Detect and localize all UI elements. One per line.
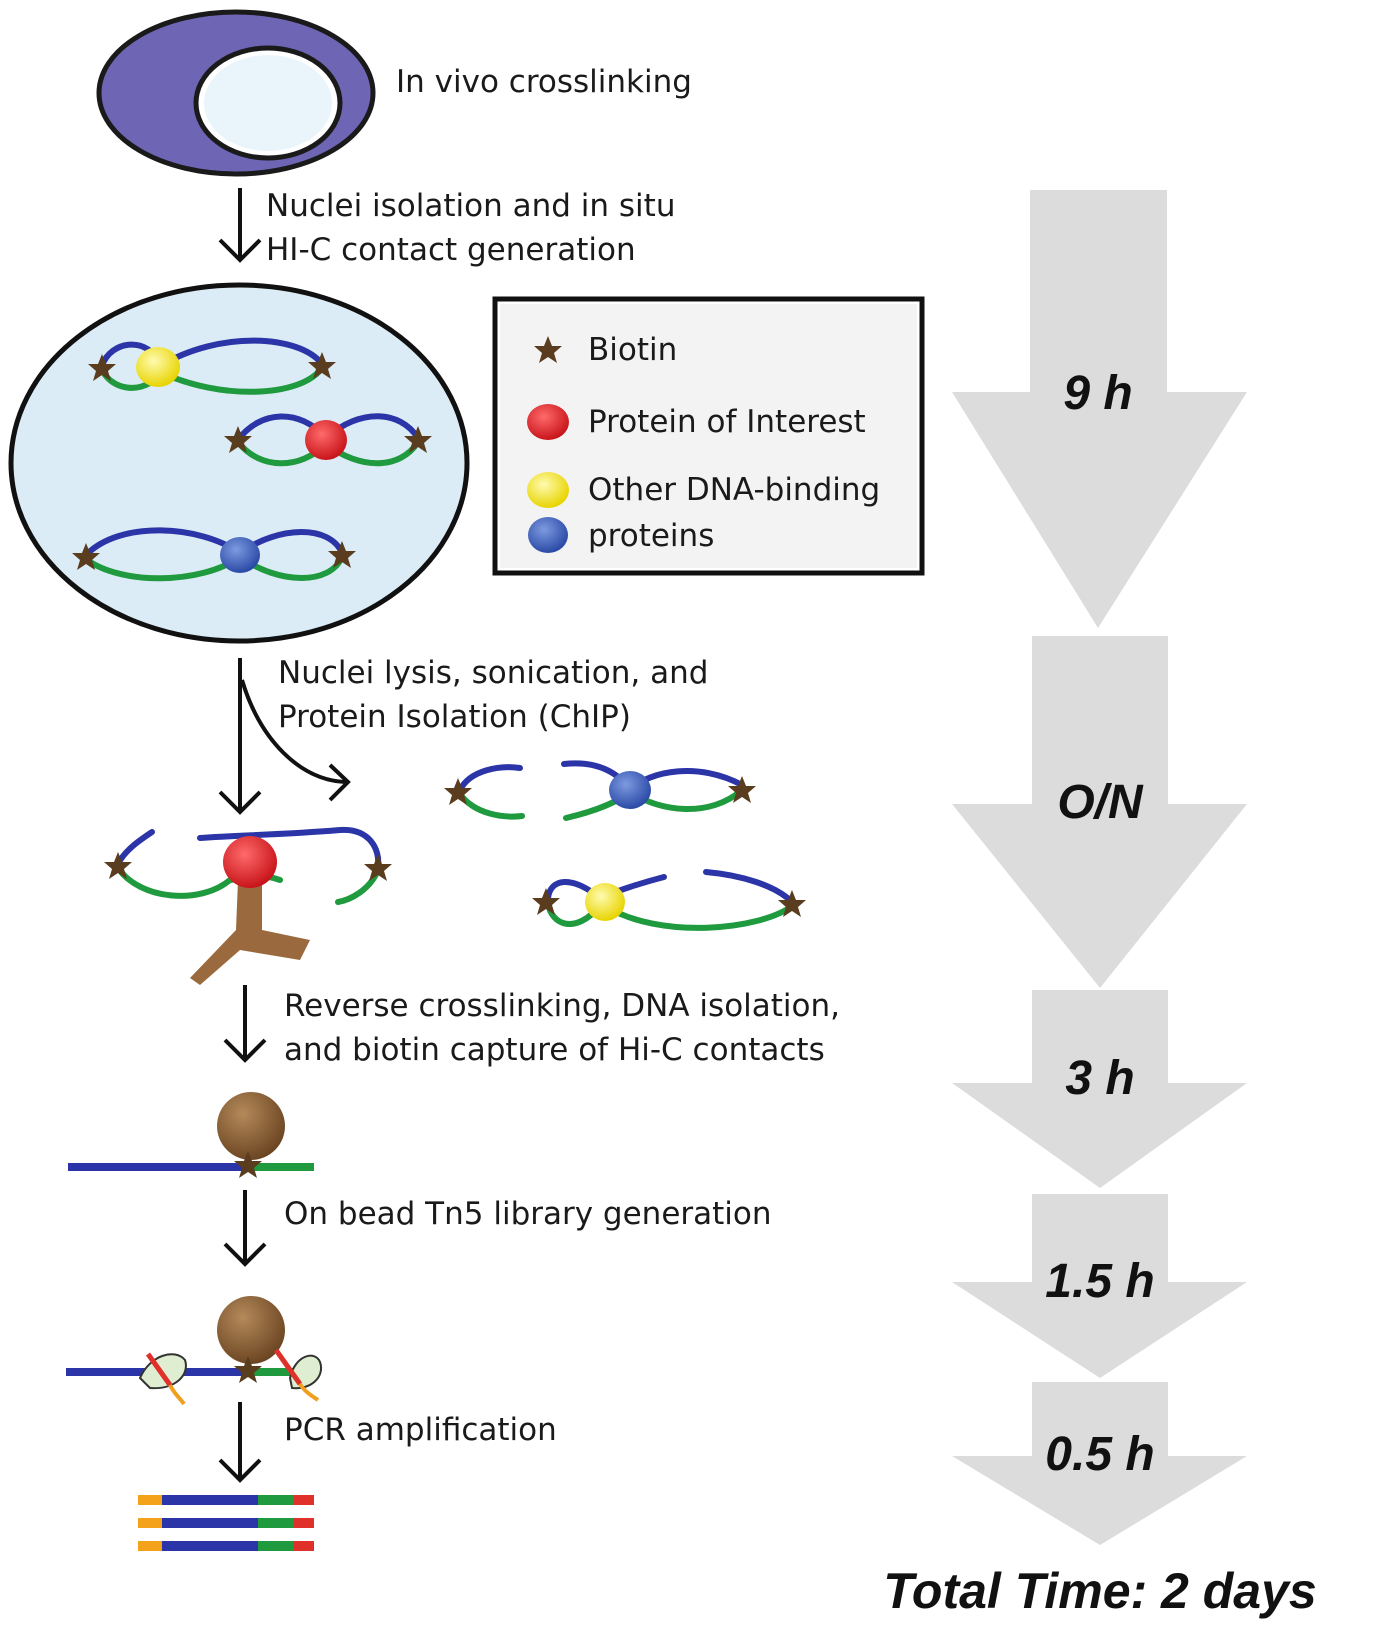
step-arrow [218, 188, 262, 263]
total-time-label: Total Time: 2 days [883, 1563, 1316, 1619]
tn5-library-illustration [66, 1296, 323, 1406]
step-arrow [218, 1402, 262, 1483]
time-arrow-0.5h: 0.5 h [952, 1382, 1247, 1545]
pcr-products-illustration [138, 1495, 314, 1551]
step-4-label-line2: and biotin capture of Hi-C contacts [284, 1032, 825, 1068]
time-arrow-1.5h: 1.5 h [952, 1194, 1247, 1378]
time-label-9h: 9 h [1063, 367, 1132, 420]
step-1-label: In vivo crosslinking [396, 64, 692, 100]
time-label-3h: 3 h [1065, 1052, 1134, 1105]
step-3-label-line2: Protein Isolation (ChIP) [278, 699, 631, 735]
time-label-0.5h: 0.5 h [1045, 1428, 1154, 1481]
step-5-label: On bead Tn5 library generation [284, 1196, 772, 1232]
time-arrow-3h: 3 h [952, 990, 1247, 1188]
nucleus-illustration [8, 282, 470, 644]
other-protein-blue-icon [528, 517, 568, 553]
legend-protein-of-interest-label: Protein of Interest [588, 404, 866, 440]
step-arrow-branched [218, 658, 351, 815]
other-protein-yellow-icon [527, 472, 569, 508]
cell-illustration [96, 9, 376, 177]
time-arrow-9h: 9 h [952, 190, 1247, 628]
legend-biotin-label: Biotin [588, 332, 677, 368]
chip-complex-illustration [104, 826, 392, 985]
legend-other-proteins-line2: proteins [588, 518, 714, 554]
protein-of-interest-icon [527, 404, 569, 440]
time-label-overnight: O/N [1057, 776, 1144, 829]
step-6-label: PCR amplification [284, 1412, 557, 1448]
step-2-label-line1: Nuclei isolation and in situ [266, 188, 675, 224]
step-4-label-line1: Reverse crosslinking, DNA isolation, [284, 988, 840, 1024]
step-arrow [223, 985, 267, 1063]
timeline: 9 h O/N 3 h 1.5 h 0.5 h Total Time: 2 da… [883, 190, 1317, 1619]
step-2-label-line2: HI-C contact generation [266, 232, 636, 268]
legend-box: Biotin Protein of Interest Other DNA-bin… [492, 296, 925, 576]
time-label-1.5h: 1.5 h [1045, 1255, 1154, 1308]
discarded-complexes-illustration [444, 760, 806, 931]
bead-capture-illustration [68, 1092, 314, 1178]
time-arrow-overnight: O/N [952, 636, 1247, 988]
step-arrow [223, 1190, 267, 1267]
legend-other-proteins-line1: Other DNA-binding [588, 472, 880, 508]
step-3-label-line1: Nuclei lysis, sonication, and [278, 655, 708, 691]
